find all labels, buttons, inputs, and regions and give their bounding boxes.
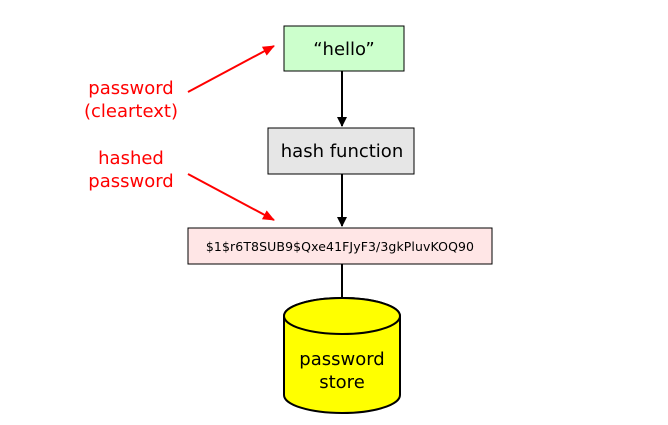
hash-function-node: hash function xyxy=(267,127,415,175)
cleartext-box xyxy=(283,25,405,72)
hashed-annotation-line1: hashed xyxy=(98,148,164,169)
hashed-annotation: hashed password xyxy=(88,148,275,221)
hashed-value-box xyxy=(187,227,493,265)
arrow-pointer-icon xyxy=(187,45,275,93)
password-store-node: password store xyxy=(283,297,401,414)
cleartext-annotation-line1: password xyxy=(88,78,173,99)
cleartext-annotation: password (cleartext) xyxy=(84,45,275,122)
cleartext-annotation-line2: (cleartext) xyxy=(84,101,178,122)
hashed-value-label: $1$r6T8SUB9$Qxe41FJyF3/3gkPluvKOQ90 xyxy=(206,239,474,254)
arrow-pointer-icon xyxy=(187,173,275,221)
hash-function-box xyxy=(267,127,415,175)
database-top-rim xyxy=(283,297,401,335)
cleartext-node: “hello” xyxy=(283,25,405,72)
hashed-annotation-line2: password xyxy=(88,171,173,192)
password-store-label-line2: store xyxy=(319,372,365,393)
hash-function-label: hash function xyxy=(281,141,403,162)
password-store-label-line1: password xyxy=(299,349,384,370)
cleartext-label: “hello” xyxy=(313,39,375,60)
hashed-value-node: $1$r6T8SUB9$Qxe41FJyF3/3gkPluvKOQ90 xyxy=(187,227,493,265)
